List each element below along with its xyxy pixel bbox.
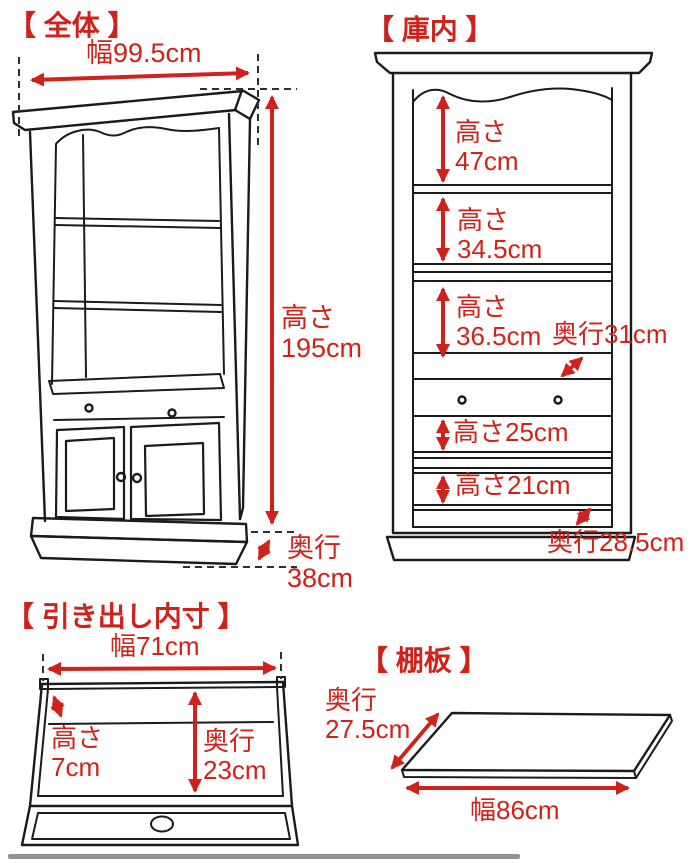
drawer-height-arrow	[50, 695, 65, 718]
drawer-drawing	[20, 676, 300, 847]
interior-shelf1-height-label: 高さ 47cm	[455, 117, 519, 177]
overall-depth-label: 奥行 38cm	[287, 533, 354, 594]
interior-cabinet-drawing	[373, 51, 654, 562]
drawer-height-label: 高さ 7cm	[51, 723, 104, 783]
overall-cabinet-drawing	[11, 88, 261, 566]
drawer-width-label: 幅71cm	[110, 631, 200, 661]
section-title-interior: 【 庫内 】	[366, 14, 494, 45]
interior-shelf3-height-label: 高さ 36.5cm	[456, 292, 542, 352]
overall-height-label: 高さ 195cm	[281, 303, 363, 364]
interior-lower-depth-label: 奥行28.5cm	[547, 527, 685, 557]
section-title-drawer: 【 引き出し内寸 】	[6, 601, 246, 632]
drawer-guide-dashes	[42, 652, 282, 681]
overall-width-arrow	[30, 66, 250, 87]
overall-depth-arrow	[257, 539, 271, 561]
shelf-board-depth-label: 奥行 27.5cm	[325, 685, 411, 745]
interior-shelf5-height-label: 高さ21cm	[455, 470, 571, 500]
interior-shelf4-height-label: 高さ25cm	[453, 417, 569, 447]
shelf-board-width-label: 幅86cm	[470, 795, 560, 825]
shelf-board-depth-arrow	[390, 712, 440, 770]
interior-upper-depth-arrow	[560, 356, 584, 378]
drawer-width-arrow	[47, 661, 277, 676]
interior-shelf2-height-label: 高さ 34.5cm	[457, 205, 543, 265]
section-title-overall: 【 全体 】	[8, 10, 136, 41]
bottom-crop-edge	[8, 854, 520, 859]
drawer-depth-label: 奥行 23cm	[203, 726, 267, 786]
shelf-board-drawing	[400, 711, 673, 779]
interior-lower-depth-arrow	[575, 507, 592, 526]
overall-guide-dashes	[18, 54, 297, 568]
section-title-shelf-board: 【 棚板 】	[360, 645, 488, 676]
interior-upper-depth-label: 奥行31cm	[552, 319, 668, 349]
overall-width-label: 幅99.5cm	[86, 38, 202, 68]
